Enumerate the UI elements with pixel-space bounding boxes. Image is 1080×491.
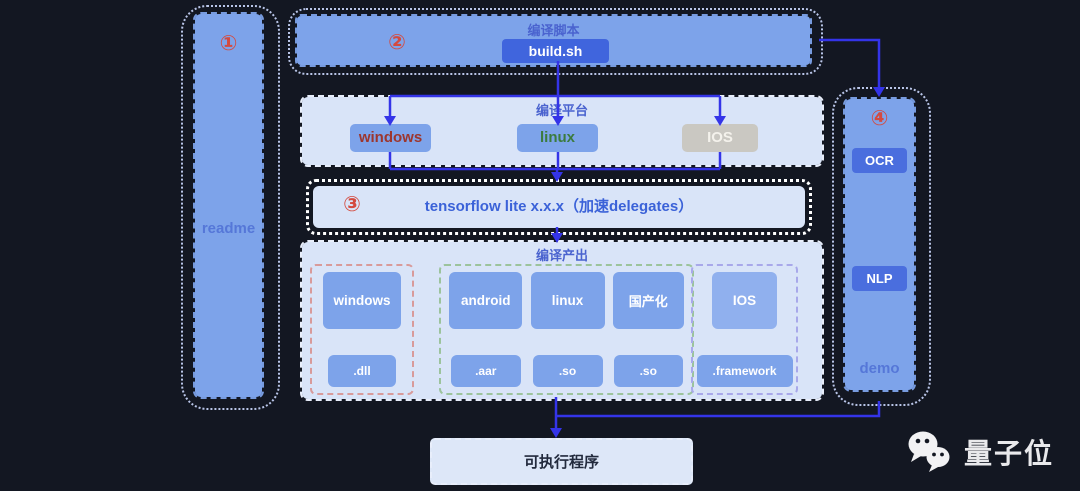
platform-windows-box: windows — [350, 124, 431, 152]
readme-container: ① readme — [181, 5, 280, 410]
output-ios-box: IOS — [712, 272, 777, 329]
nlp-button: NLP — [852, 266, 907, 291]
platform-linux-box: linux — [517, 124, 598, 152]
output-so-box-2: .so — [613, 355, 683, 387]
arrow-output-demo-to-executable — [554, 397, 881, 428]
qbitai-watermark: 量子位 — [903, 424, 1054, 480]
output-framework-box: .framework — [696, 355, 793, 387]
ocr-button: OCR — [852, 148, 907, 173]
compile-output-panel: 编译产出 windows .dll android .aar linux .so… — [300, 240, 824, 401]
executable-label: 可执行程序 — [523, 454, 599, 471]
arrow-script-to-apps — [819, 38, 881, 87]
platform-ios-box: IOS — [682, 124, 758, 152]
output-dll-box: .dll — [328, 355, 396, 387]
output-android-box: android — [449, 272, 523, 329]
circled-number-4: ④ — [870, 106, 889, 130]
compile-output-title: 编译产出 — [535, 248, 588, 263]
tflite-label: tensorflow lite x.x.x（加速delegates） — [424, 198, 694, 215]
output-group-linux-android: android .aar linux .so 国产化 .so — [439, 264, 694, 395]
wechat-icon — [908, 431, 950, 472]
compile-script-title: 编译脚本 — [527, 23, 580, 38]
output-group-ios: IOS .framework — [691, 264, 798, 395]
compile-script-container: 编译脚本 ② build.sh — [288, 8, 823, 75]
compile-platform-panel: 编译平台 windows linux IOS — [300, 95, 824, 167]
build-sh-button: build.sh — [502, 39, 609, 63]
readme-label: readme — [201, 220, 256, 237]
circled-number-3: ③ — [343, 192, 361, 216]
executable-box: 可执行程序 — [430, 438, 693, 485]
circled-number-2: ② — [388, 30, 406, 54]
circled-number-1: ① — [219, 31, 238, 55]
tflite-box: ③ tensorflow lite x.x.x（加速delegates） — [313, 186, 805, 228]
compile-platform-title: 编译平台 — [535, 103, 588, 118]
output-so-box-1: .so — [532, 355, 603, 387]
qbitai-logo-text: 量子位 — [964, 438, 1055, 469]
output-windows-box: windows — [323, 272, 401, 329]
tflite-container: ③ tensorflow lite x.x.x（加速delegates） — [306, 179, 812, 235]
output-aar-box: .aar — [450, 355, 521, 387]
output-guochanhua-box: 国产化 — [612, 272, 684, 329]
output-linux-box: linux — [530, 272, 605, 329]
readme-box: ① readme — [193, 12, 264, 399]
compile-script-box: 编译脚本 ② build.sh — [295, 14, 812, 67]
output-group-windows: windows .dll — [310, 264, 414, 395]
apps-box: ④ OCR NLP demo — [843, 97, 916, 392]
demo-label: demo — [859, 360, 900, 377]
apps-container: ④ OCR NLP demo — [832, 87, 931, 406]
